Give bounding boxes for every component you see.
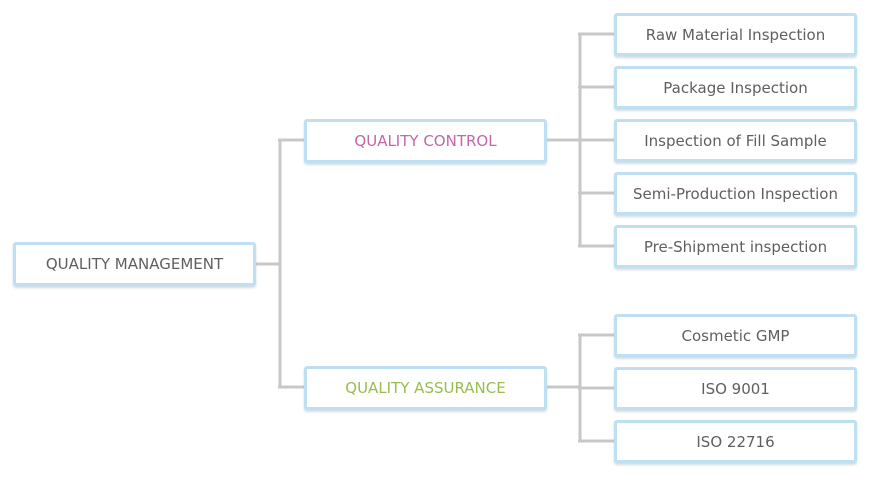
node-package-inspection: Package Inspection [614, 66, 857, 109]
node-inspection-of-fill-sample: Inspection of Fill Sample [614, 119, 857, 162]
node-quality-management: QUALITY MANAGEMENT [13, 242, 256, 286]
node-cosmetic-gmp: Cosmetic GMP [614, 314, 857, 357]
node-iso-9001: ISO 9001 [614, 367, 857, 410]
node-pre-shipment-inspection: Pre-Shipment inspection [614, 225, 857, 268]
node-quality-assurance: QUALITY ASSURANCE [304, 366, 547, 410]
node-quality-control: QUALITY CONTROL [304, 119, 547, 163]
node-iso-22716: ISO 22716 [614, 420, 857, 463]
node-raw-material-inspection: Raw Material Inspection [614, 13, 857, 56]
node-semi-production-inspection: Semi-Production Inspection [614, 172, 857, 215]
